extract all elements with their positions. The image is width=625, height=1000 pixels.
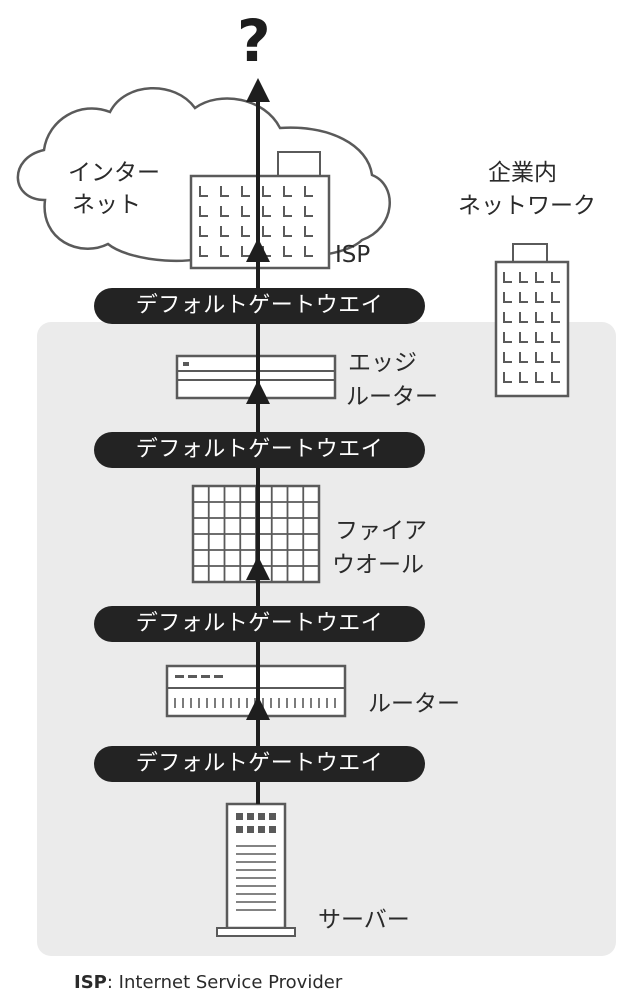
router-led [214,675,223,678]
window-mark [535,332,544,343]
arrowhead [246,696,270,720]
edge-router-label-line1: エッジ [348,350,417,376]
window-mark [304,246,313,257]
window-mark [241,226,250,237]
window-mark [220,246,229,257]
window-mark [241,246,250,257]
window-mark [551,272,560,283]
server-led [247,813,254,820]
window-mark [262,226,271,237]
window-mark [199,206,208,217]
corporate-building-icon [494,243,570,398]
window-mark [551,372,560,383]
window-mark [551,332,560,343]
window-mark [519,372,528,383]
internet-label-line2: ネット [72,192,141,218]
server-icon [216,802,296,937]
firewall-label-line1: ファイア [335,518,427,544]
server-led [258,813,265,820]
corporate-label-line1: 企業内 [488,160,557,186]
default-gateway-pill-4: デフォルトゲートウエイ [94,746,425,782]
window-mark [519,332,528,343]
window-mark [551,292,560,303]
router-led [175,675,184,678]
server-led [247,826,254,833]
footnote-text: Internet Service Provider [118,972,343,993]
server-led [269,813,276,820]
server-led [236,826,243,833]
arrowhead [246,238,270,262]
window-mark [519,352,528,363]
window-mark [503,312,512,323]
window-mark [503,272,512,283]
footnote-separator: : [106,972,113,993]
window-mark [535,352,544,363]
window-mark [241,206,250,217]
window-mark [503,372,512,383]
default-gateway-pill-1: デフォルトゲートウエイ [94,288,425,324]
router-led [188,675,197,678]
server-led [258,826,265,833]
window-mark [551,352,560,363]
edge-router-label-line2: ルーター [346,384,438,410]
default-gateway-pill-2: デフォルトゲートウエイ [94,432,425,468]
window-mark [304,226,313,237]
window-mark [304,186,313,197]
window-mark [535,272,544,283]
window-mark [535,292,544,303]
internet-label-line1: インター [68,160,160,186]
server-led [269,826,276,833]
window-mark [551,312,560,323]
router-label: ルーター [368,691,460,717]
window-mark [220,206,229,217]
arrowhead [246,78,270,102]
window-mark [241,186,250,197]
server-label: サーバー [318,907,410,933]
window-mark [283,246,292,257]
window-mark [304,206,313,217]
window-mark [535,372,544,383]
isp-label: ISP [335,242,371,268]
window-mark [519,292,528,303]
window-mark [283,186,292,197]
window-mark [519,272,528,283]
window-mark [262,186,271,197]
default-gateway-pill-3: デフォルトゲートウエイ [94,606,425,642]
question-mark: ? [237,7,271,75]
window-mark [283,226,292,237]
arrowheads [246,78,270,720]
window-mark [519,312,528,323]
window-mark [262,206,271,217]
router-led [201,675,210,678]
corporate-label-line2: ネットワーク [458,193,596,219]
window-mark [199,186,208,197]
window-mark [503,332,512,343]
window-mark [283,206,292,217]
window-mark [199,226,208,237]
window-mark [503,352,512,363]
footnote-abbr: ISP [74,972,107,993]
footnote: ISP: Internet Service Provider [74,970,342,996]
window-mark [220,186,229,197]
window-mark [199,246,208,257]
arrowhead [246,380,270,404]
firewall-label-line2: ウオール [332,552,424,578]
window-mark [503,292,512,303]
arrowhead [246,556,270,580]
server-led [236,813,243,820]
window-mark [220,226,229,237]
window-mark [535,312,544,323]
